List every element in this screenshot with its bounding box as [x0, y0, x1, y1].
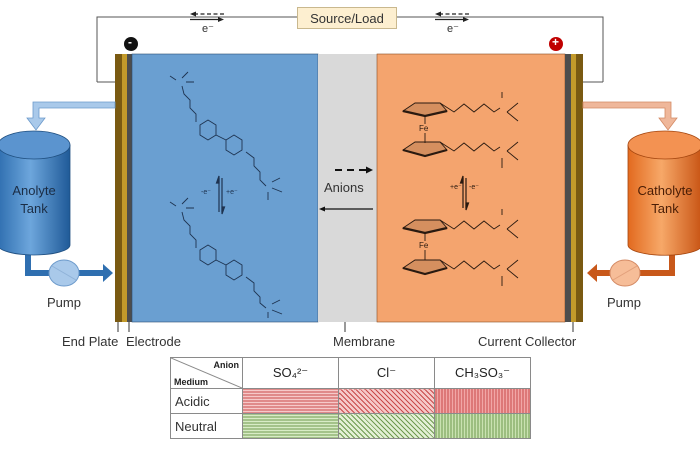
catholyte-tank-label: Catholyte Tank — [630, 182, 700, 218]
negative-sign: - — [128, 35, 132, 49]
electron-label-left: e⁻ — [202, 23, 214, 35]
anion-flow-arrow-dashed — [335, 166, 373, 174]
swatch-acidic-methanesulfonate — [434, 388, 531, 414]
electron-arrow-right — [435, 11, 469, 22]
swatch-acidic-sulfate — [242, 388, 339, 414]
electron-arrow-left — [190, 11, 224, 22]
anolyte-redox-right: +e⁻ — [226, 189, 238, 196]
anolyte-compartment — [131, 53, 319, 323]
catholyte-tank — [627, 130, 700, 256]
ferrocene-fe-top: Fe — [419, 124, 429, 133]
anions-label: Anions — [324, 180, 364, 195]
current-collector-label: Current Collector — [478, 334, 577, 349]
electrode-label: Electrode — [126, 334, 181, 349]
viologen-molecule-oxidized — [169, 71, 283, 200]
membrane-label: Membrane — [333, 334, 396, 349]
corner-diagonal — [171, 358, 242, 388]
pump-left-label: Pump — [47, 295, 81, 310]
negative-terminal-icon — [124, 37, 138, 51]
catholyte-redox-left: +e⁻ — [450, 184, 462, 191]
electron-label-right: e⁻ — [447, 23, 459, 35]
column-header-methanesulfonate: CH₃SO₃⁻ — [434, 357, 531, 389]
corner-medium-label: Medium — [174, 377, 209, 387]
anolyte-redox-left: -e⁻ — [201, 189, 211, 196]
positive-sign: + — [552, 35, 560, 49]
catholyte-compartment — [376, 53, 566, 323]
swatch-neutral-sulfate — [242, 413, 339, 439]
end-plate-label: End Plate — [62, 334, 119, 349]
column-header-chloride: Cl⁻ — [338, 357, 435, 389]
anolyte-return-pipe — [26, 101, 116, 131]
external-circuit-wire — [96, 16, 604, 83]
membrane — [318, 54, 377, 322]
left-end-plate — [115, 54, 132, 322]
right-end-plate — [565, 54, 583, 322]
catholyte-tank-label-line1: Catholyte — [637, 183, 693, 198]
column-header-sulfate: SO₄²⁻ — [242, 357, 339, 389]
catholyte-return-pipe — [582, 101, 678, 131]
viologen-molecule-reduced — [169, 197, 283, 318]
positive-terminal-icon — [549, 37, 563, 51]
ferrocene-fe-bottom: Fe — [419, 241, 429, 250]
row-label-acidic: Acidic — [170, 388, 243, 414]
ferrocene-molecule-top — [401, 92, 519, 168]
swatch-neutral-methanesulfonate — [434, 413, 531, 439]
swatch-neutral-chloride — [338, 413, 435, 439]
source-load-box: Source/Load — [297, 7, 397, 29]
catholyte-redox-right: -e⁻ — [469, 184, 479, 191]
anolyte-feed-pipe — [25, 250, 113, 282]
anolyte-tank-label: Anolyte Tank — [0, 182, 68, 218]
row-label-neutral: Neutral — [170, 413, 243, 439]
legend-corner-cell: Anion Medium — [170, 357, 243, 389]
anolyte-equilibrium-arrows — [215, 175, 226, 215]
swatch-acidic-chloride — [338, 388, 435, 414]
legend-header-row: Anion Medium SO₄²⁻ Cl⁻ CH₃SO₃⁻ — [170, 357, 531, 389]
legend-row-acidic: Acidic — [170, 388, 531, 414]
pump-right-label: Pump — [607, 295, 641, 310]
catholyte-tank-label-line2: Tank — [651, 201, 679, 216]
anion-medium-legend-table: Anion Medium SO₄²⁻ Cl⁻ CH₃SO₃⁻ Acidic Ne… — [170, 357, 531, 439]
catholyte-equilibrium-arrows — [459, 175, 470, 211]
anolyte-tank-label-line1: Anolyte — [12, 183, 56, 198]
legend-row-neutral: Neutral — [170, 413, 531, 439]
anion-flow-arrow-solid — [319, 206, 373, 212]
catholyte-feed-pipe — [587, 250, 675, 282]
ferrocene-molecule-bottom — [401, 209, 519, 286]
anolyte-tank — [0, 130, 71, 256]
anolyte-tank-label-line2: Tank — [20, 201, 48, 216]
corner-anion-label: Anion — [213, 360, 240, 370]
